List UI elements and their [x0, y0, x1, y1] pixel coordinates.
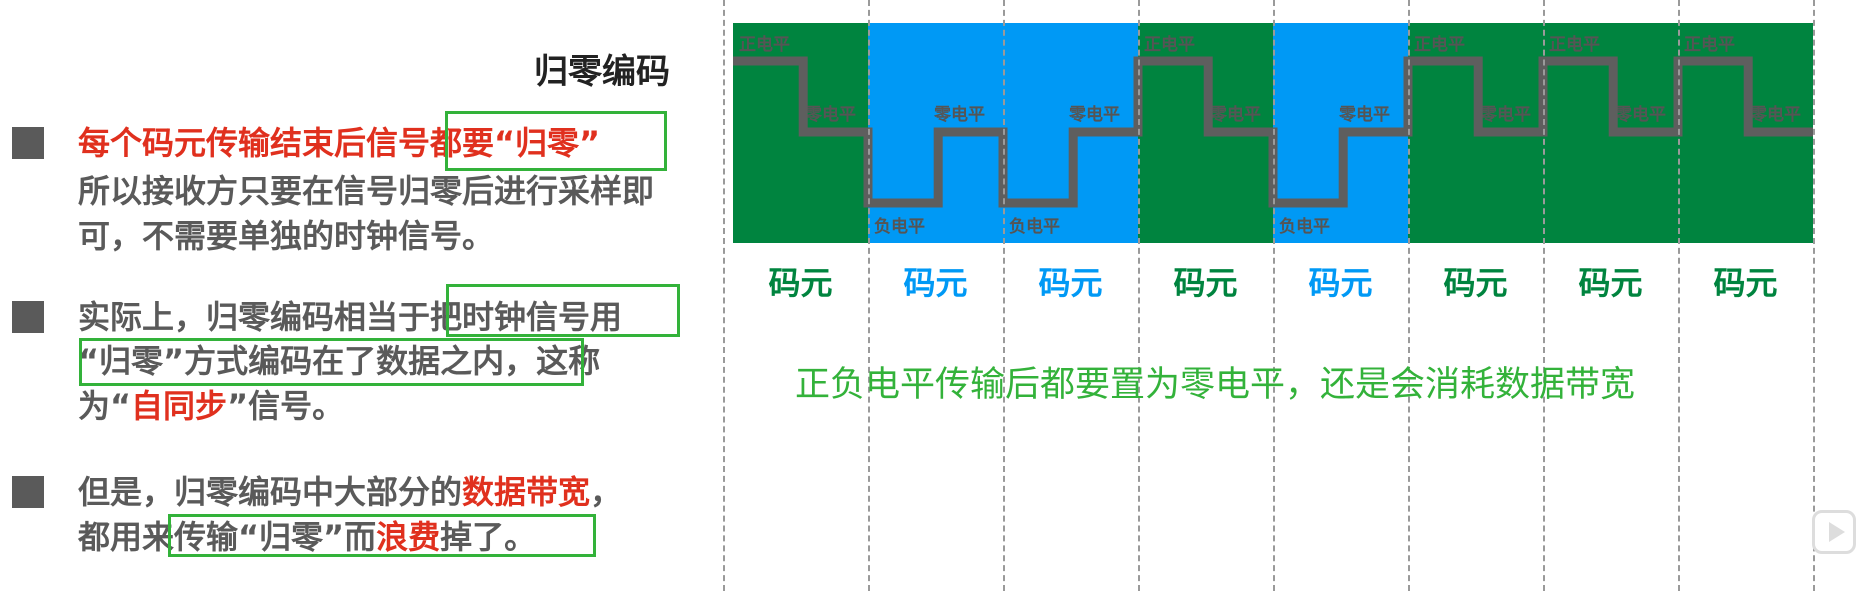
bullet-line: 实际上，归零编码相当于把时钟信号用	[78, 295, 622, 339]
level-label-negative: 负电平	[1279, 217, 1330, 237]
boundary-line	[1408, 0, 1410, 591]
boundary-line	[1543, 0, 1545, 591]
text-span: 都用来传输“归零”而	[78, 518, 377, 556]
cell-label: 码元	[1578, 264, 1643, 302]
cell-label: 码元	[1038, 264, 1103, 302]
level-label-positive: 正电平	[1414, 35, 1465, 55]
highlight-box	[79, 338, 584, 386]
level-label-positive: 正电平	[1144, 35, 1195, 55]
cell-label: 码元	[1173, 264, 1238, 302]
note-text: 正负电平传输后都要置为零电平，还是会消耗数据带宽	[795, 365, 1636, 405]
level-label-positive: 正电平	[739, 35, 790, 55]
text-span: 所以接收方只要在信号归零后进行采样即	[78, 172, 655, 210]
boundary-line	[723, 0, 725, 591]
level-label-zero: 零电平	[1339, 105, 1390, 125]
cell-label: 码元	[1443, 264, 1508, 302]
boundary-line	[1138, 0, 1140, 591]
level-label-zero: 零电平	[1069, 105, 1120, 125]
text-span: 自同步	[131, 387, 228, 425]
text-span: 数据带宽	[462, 473, 591, 511]
text-span: ，	[590, 473, 623, 511]
text-span: “归零”方式编码在了数据之内，这称	[78, 342, 601, 380]
bullet-line: 但是，归零编码中大部分的数据带宽，	[78, 470, 622, 514]
cell-label: 码元	[1713, 264, 1778, 302]
boundary-line	[1678, 0, 1680, 591]
slide-title: 归零编码	[534, 52, 670, 92]
boundary-line	[868, 0, 870, 591]
text-span: 可，不需要单独的时钟信号。	[78, 217, 495, 255]
level-label-zero: 零电平	[805, 105, 856, 125]
highlight-box	[445, 111, 667, 171]
text-span: 但是，归零编码中大部分的	[78, 473, 463, 511]
boundary-line	[1003, 0, 1005, 591]
level-label-negative: 负电平	[1009, 217, 1060, 237]
boundary-line	[1273, 0, 1275, 591]
level-label-zero: 零电平	[1615, 105, 1666, 125]
cell-label: 码元	[903, 264, 968, 302]
level-label-zero: 零电平	[1480, 105, 1531, 125]
highlight-box	[446, 284, 680, 337]
level-label-negative: 负电平	[874, 217, 925, 237]
cell-label: 码元	[768, 264, 833, 302]
highlight-box	[168, 514, 596, 557]
text-span: 浪费	[376, 518, 441, 556]
text-span: 实际上，归零编码相当于把时钟信号用	[78, 298, 623, 336]
boundary-line	[1813, 0, 1815, 591]
bullet-line: 为“自同步”信号。	[78, 384, 344, 428]
bullet-line: 可，不需要单独的时钟信号。	[78, 214, 494, 258]
bullet-line: 所以接收方只要在信号归零后进行采样即	[78, 169, 654, 213]
play-icon	[1812, 510, 1856, 554]
level-label-zero: 零电平	[1750, 105, 1801, 125]
level-label-zero: 零电平	[1210, 105, 1261, 125]
level-label-positive: 正电平	[1684, 35, 1735, 55]
text-span: ”信号。	[227, 387, 345, 425]
bullet-icon	[12, 127, 44, 159]
bullet-line: 每个码元传输结束后信号都要“归零”	[78, 121, 600, 165]
level-label-zero: 零电平	[934, 105, 985, 125]
bullet-line: 都用来传输“归零”而浪费掉了。	[78, 515, 536, 559]
text-span: 为“	[78, 387, 132, 425]
level-label-positive: 正电平	[1549, 35, 1600, 55]
text-span: 每个码元传输结束后信号都要“归零”	[78, 124, 601, 162]
bullet-icon	[12, 476, 44, 508]
cell-label: 码元	[1308, 264, 1373, 302]
text-span: 掉了。	[440, 518, 537, 556]
bullet-line: “归零”方式编码在了数据之内，这称	[78, 339, 600, 383]
bullet-icon	[12, 301, 44, 333]
